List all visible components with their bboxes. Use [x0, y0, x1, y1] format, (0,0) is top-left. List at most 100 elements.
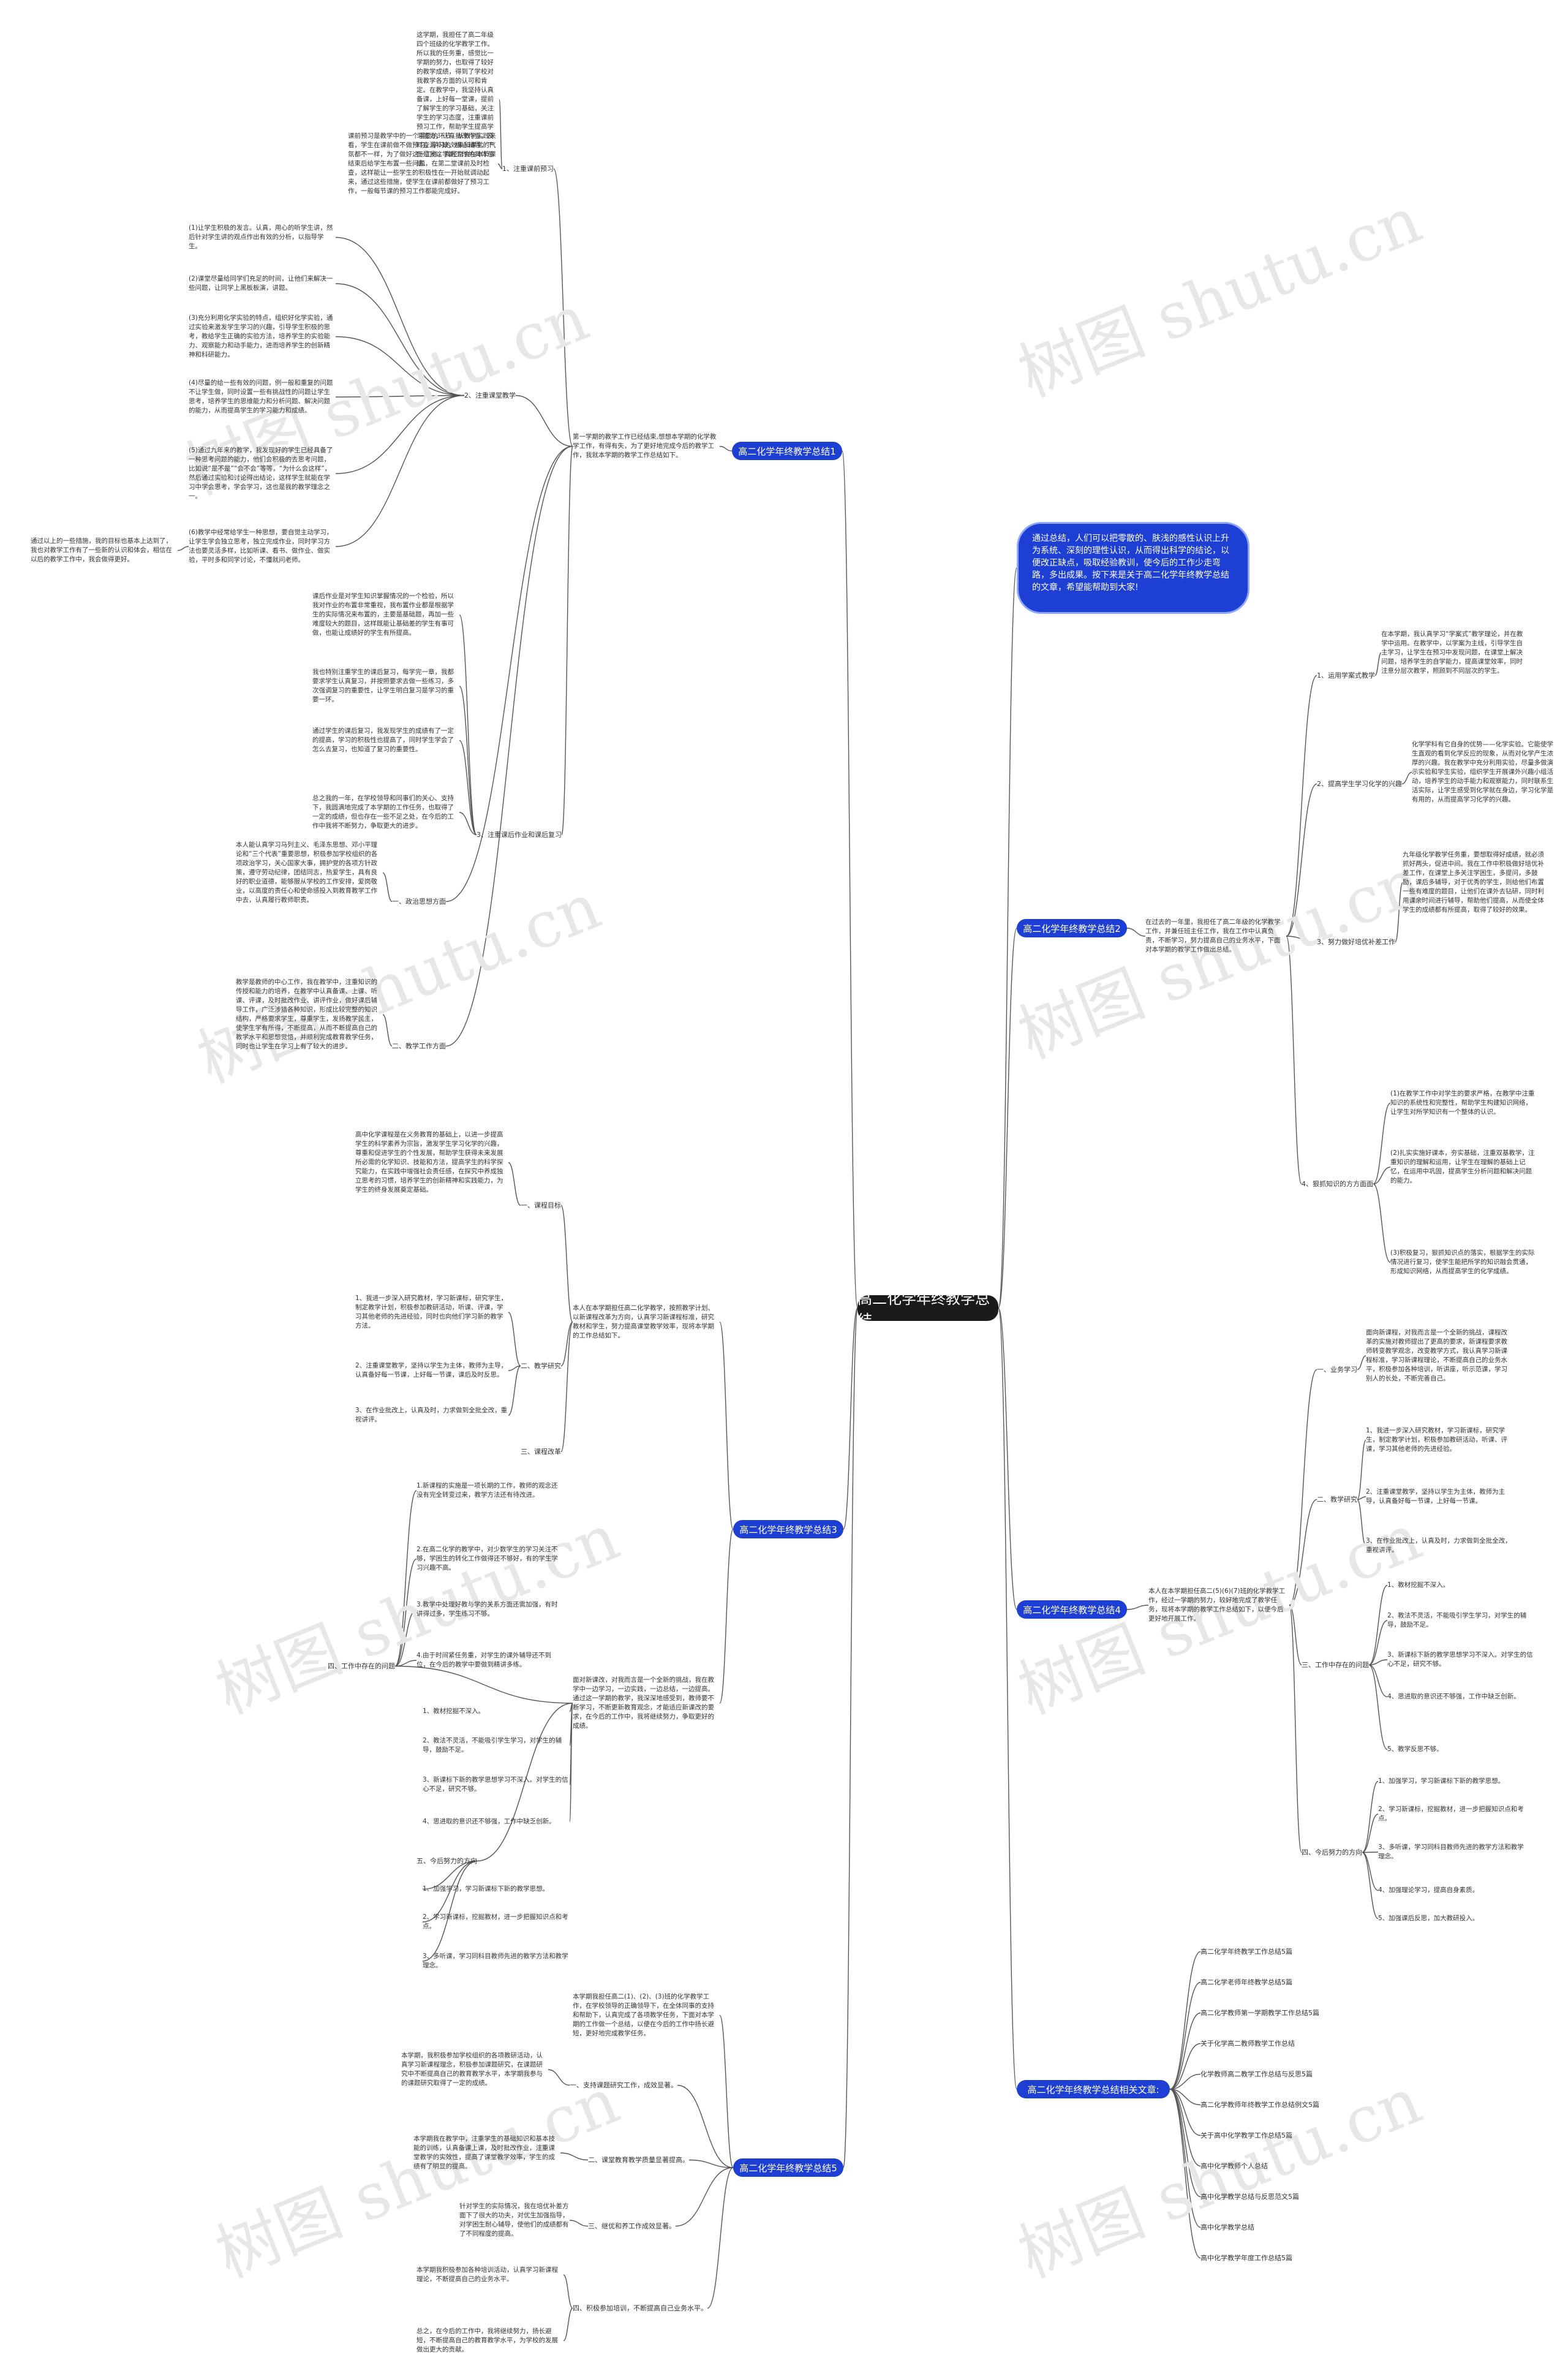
- b1-s4-label[interactable]: 一、政治思想方面: [392, 898, 446, 906]
- b2-s4-label[interactable]: 4、狠抓知识的方方面面: [1302, 1180, 1373, 1188]
- related-article[interactable]: 高中化学教师个人总结: [1200, 2162, 1268, 2170]
- b1-s2-t5: (5)通过九年来的教学，我发现好的学生已经具备了一种思考问题的能力，他们会积极的…: [189, 447, 333, 500]
- related-article[interactable]: 关于高中化学教学工作总结5篇: [1200, 2131, 1292, 2139]
- branch-4[interactable]: 高二化学年终教学总结4: [1017, 1600, 1127, 1619]
- b5-s2-label[interactable]: 二、课堂教育教学质量显著提高。: [588, 2156, 689, 2164]
- connector: [719, 1322, 734, 1530]
- b1-s1-label[interactable]: 1、注重课前预习: [502, 165, 554, 173]
- b3-list-1: 1、教材挖掘不深入。: [423, 1708, 485, 1715]
- b4-s3-t2: 2、教法不灵活，不能吸引学生学习，对学生的辅导，鼓励不足。: [1387, 1612, 1527, 1628]
- b3-s1-label[interactable]: 一、课程目标: [521, 1201, 561, 1209]
- b3-s4-t2: 2.在高二化学的教学中，对少数学生的学习关注不够，学困生的转化工作做得还不够好，…: [417, 1546, 558, 1572]
- b5-s4-t1: 本学期我积极参加各种培训活动，认真学习新课程理论，不断提高自己的业务水平。: [417, 2266, 558, 2283]
- connector: [1368, 1664, 1388, 1750]
- related-article[interactable]: 高中化学教学总结: [1200, 2223, 1254, 2231]
- connector: [563, 2307, 573, 2342]
- connector: [1169, 2089, 1201, 2259]
- branch-1[interactable]: 高二化学年终教学总结1: [732, 442, 842, 460]
- b4-s4-label[interactable]: 四、今后努力的方向: [1302, 1848, 1362, 1856]
- b2-s1-label[interactable]: 1、运用学案式教学: [1317, 671, 1375, 679]
- connector: [1362, 1780, 1379, 1853]
- connector: [1169, 2089, 1201, 2198]
- connector: [335, 336, 465, 396]
- b3-s4-t1: 1.新课程的实施是一项长期的工作，教师的观念还没有完全转变过来，教学方法还有待改…: [417, 1482, 558, 1499]
- related-article[interactable]: 高二化学老师年终教学总结5篇: [1200, 1978, 1292, 1986]
- b3-s5-t3: 3、多听课，学习同科目教师先进的教学方法和教学理念。: [423, 1953, 568, 1969]
- connector: [445, 445, 573, 1047]
- connector: [335, 283, 465, 396]
- b5-s4-label[interactable]: 四、积极参加培训，不断提高自己业务水平。: [573, 2304, 707, 2312]
- b2-s3-label[interactable]: 3、努力做好培优补差工作: [1317, 938, 1395, 946]
- connector: [1286, 783, 1317, 937]
- b4-s4-t2: 2、学习新课标，挖掘教材，进一步把握知识点和考点。: [1378, 1806, 1524, 1822]
- branch-5[interactable]: 高二化学年终教学总结5: [733, 2158, 843, 2177]
- branch-2[interactable]: 高二化学年终教学总结2: [1017, 919, 1127, 937]
- connector: [1289, 1605, 1302, 1666]
- b4-s1-label[interactable]: 一、业务学习: [1317, 1366, 1357, 1374]
- b4-s2-label[interactable]: 二、教学研究: [1317, 1496, 1357, 1503]
- b5-s3-label[interactable]: 三、继优和养工作成效显著。: [588, 2222, 676, 2230]
- related-article[interactable]: 化学教师高二教学工作总结与反思5篇: [1200, 2070, 1313, 2078]
- connector: [394, 1665, 573, 1704]
- intro-note[interactable]: 通过总结，人们可以把零散的、肤浅的感性认识上升为系统、深刻的理性认识，从而得出科…: [1017, 522, 1250, 614]
- related-article[interactable]: 高二化学教师第一学期教学工作总结5篇: [1200, 2009, 1319, 2017]
- related-article[interactable]: 高中化学教学年度工作总结5篇: [1200, 2254, 1292, 2262]
- branch-6-related[interactable]: 高二化学年终教学总结相关文章:: [1017, 2080, 1170, 2098]
- connector: [1169, 1981, 1201, 2090]
- b3-s4-label[interactable]: 四、工作中存在的问题: [328, 1662, 395, 1670]
- connector: [1169, 2089, 1201, 2136]
- connector: [1286, 936, 1302, 1185]
- b5-s2-t1: 本学期我在教学中，注重学生的基础知识和基本技能的训练，认真备课上课，及时批改作业…: [413, 2135, 555, 2170]
- connector: [1374, 652, 1382, 676]
- branch-3[interactable]: 高二化学年终教学总结3: [733, 1520, 843, 1538]
- b5-s1-t1: 本学期，我积极参加学校组织的各项教研活动，认真学习新课程理念，积极参加课题研究，…: [401, 2052, 543, 2087]
- connector: [998, 928, 1017, 1309]
- branch-5-desc: 本学期我担任高二(1)、(2)、(3)班的化学教学工作，在学校领导的正确领导下，…: [573, 1993, 714, 2037]
- b1-s4-t1: 本人能认真学习马列主义、毛泽东思想、邓小平理论和“三个代表”重要思想，积极参加学…: [236, 841, 378, 904]
- b2-s1-t1: 在本学期，我认真学习“学案式”教学理论，并在教学中运用。在教学中，以学案为主线，…: [1381, 630, 1523, 675]
- connector: [719, 2014, 734, 2168]
- connector: [675, 2167, 734, 2227]
- b1-s3-label[interactable]: 3、注重课后作业和课后复习: [477, 831, 562, 839]
- related-article[interactable]: 高二化学教师年终教学工作总结例文5篇: [1200, 2101, 1319, 2109]
- connector: [499, 99, 503, 170]
- connector: [560, 1322, 573, 1453]
- b5-s1-label[interactable]: 一、支持课题研究工作，成效显著。: [570, 2081, 677, 2089]
- connector: [445, 445, 573, 902]
- b1-s3-t4: 总之我的一年，在学校领导和同事们的关心、支持下，我圆满地完成了本学期的工作任务，…: [312, 795, 454, 830]
- root-topic[interactable]: 高二化学年终教学总结: [858, 1290, 998, 1329]
- b3-s3-label[interactable]: 三、课程改革: [521, 1448, 561, 1456]
- b1-s2-label[interactable]: 2、注重课堂教学: [464, 391, 516, 399]
- b1-s2-t6: (6)教学中经常给学生一种思想，要自觉主动学习，让学生学会独立思考，独立完成作业…: [189, 529, 333, 564]
- b3-s5-label[interactable]: 五、今后努力的方向: [417, 1857, 477, 1865]
- connector: [335, 395, 465, 398]
- b1-s2-t3: (3)充分利用化学实验的特点，组织好化学实验，通过实验来激发学生学习的兴趣，引导…: [189, 314, 333, 358]
- branch-1-desc: 第一学期的教学工作已经结束,想想本学期的化学教学工作，有得有失，为了更好地完成今…: [573, 433, 717, 459]
- b4-s2-t2: 2、注重课堂教学，坚持以学生为主体，教师为主导，认真备好每一节课，上好每一节课。: [1366, 1488, 1506, 1505]
- connector: [719, 445, 733, 452]
- b1-s3-t1: 课后作业是对学生知识掌握情况的一个检验，所以我对作业的布置非常重视，我布置作业都…: [312, 592, 454, 637]
- b3-s2-label[interactable]: 二、教学研究: [521, 1362, 561, 1370]
- connector: [1368, 1584, 1388, 1666]
- related-article[interactable]: 关于化学高二教师教学工作总结: [1200, 2040, 1295, 2048]
- connector: [1169, 2089, 1201, 2167]
- connector: [1357, 1355, 1366, 1371]
- connector: [459, 739, 477, 836]
- b1-s5-label[interactable]: 二、教学工作方面: [392, 1042, 446, 1050]
- connector: [394, 1660, 417, 1667]
- b4-s4-t1: 1、加强学习，学习新课标下新的教学思想。: [1378, 1777, 1505, 1785]
- b1-s1-t2: 课前预习是教学中的一个重要的环节，从教学实践来看，学生在课前做不做预习，学习的效…: [348, 132, 496, 195]
- related-article[interactable]: 高中化学教学总结与反思范文5篇: [1200, 2193, 1299, 2201]
- b4-s3-label[interactable]: 三、工作中存在的问题: [1302, 1661, 1369, 1669]
- connector: [1395, 882, 1403, 943]
- connector: [1373, 1167, 1391, 1185]
- connector: [1373, 1183, 1391, 1263]
- related-article[interactable]: 高二化学年终教学工作总结5篇: [1200, 1948, 1292, 1956]
- connector: [422, 1860, 478, 1962]
- b4-s4-t4: 4、加强理论学习，提高自身素质。: [1378, 1886, 1479, 1894]
- connector: [1169, 2043, 1201, 2090]
- connector: [394, 1609, 417, 1667]
- b2-s2-label[interactable]: 2、提高学生学习化学的兴趣: [1317, 780, 1402, 788]
- connector: [1357, 1439, 1366, 1500]
- connector: [1289, 1605, 1302, 1853]
